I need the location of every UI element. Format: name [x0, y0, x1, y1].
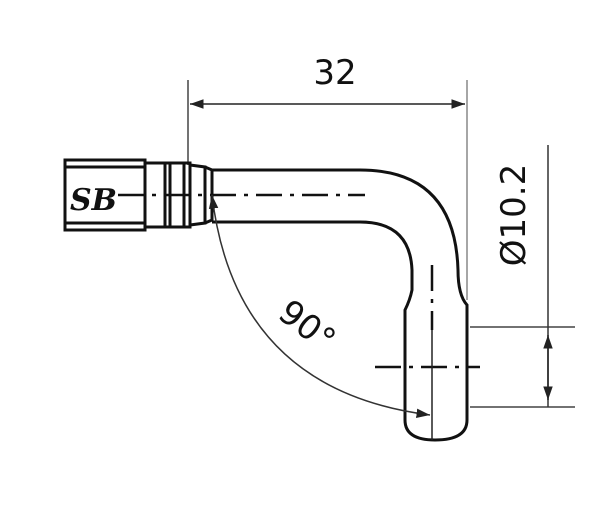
brand-logo: SB	[70, 183, 117, 218]
bent-tube	[212, 168, 469, 442]
diameter-label: Ø10.2	[494, 164, 534, 266]
angle-dimension: 90°	[208, 194, 431, 418]
diameter-dimension: Ø10.2	[470, 145, 575, 408]
length-label: 32	[313, 53, 356, 93]
length-dimension: 32	[187, 53, 468, 300]
